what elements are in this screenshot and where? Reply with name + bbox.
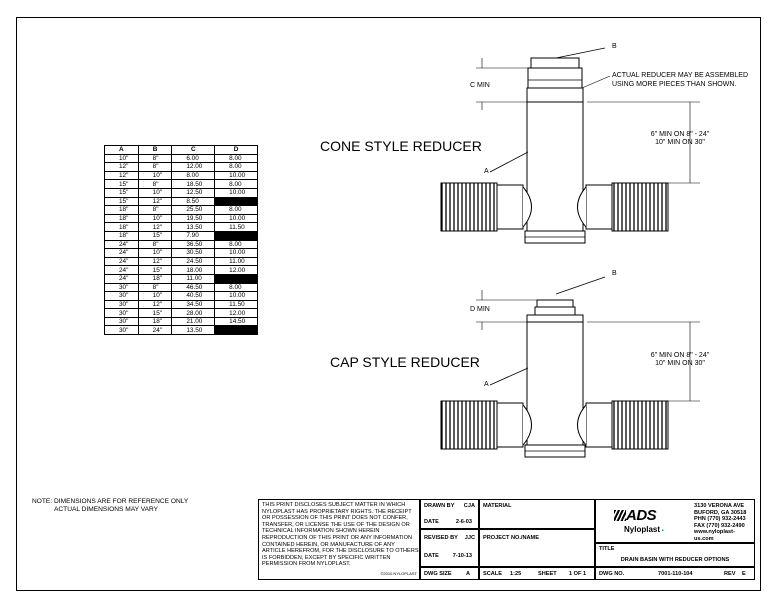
reducer-top-ring <box>530 57 580 69</box>
left-corrugated-pipe <box>440 182 498 232</box>
nyloplast-mark-icon: ▪ <box>660 528 664 534</box>
ads-logo: ADS <box>614 507 657 524</box>
table-row: 30"24"13.50 <box>104 325 258 336</box>
revised-by-value: JJC <box>464 535 475 541</box>
cap-reducer-drawing <box>440 276 700 458</box>
dwg-size-value: A <box>465 571 470 577</box>
drawn-by-value: CJA <box>463 503 475 509</box>
ads-logo-icon <box>614 510 626 521</box>
revised-by-cell: REVISED BY JJC DATE 7-10-13 <box>420 529 479 567</box>
cone-label-b: B <box>612 43 617 50</box>
right-corrugated-pipe <box>611 400 669 450</box>
dwg-no-label: DWG NO. <box>599 571 625 577</box>
table-cell <box>214 325 258 336</box>
cap-neck <box>534 306 576 316</box>
material-cell: MATERIAL <box>479 499 595 529</box>
material-label: MATERIAL <box>483 503 512 509</box>
cap-label-d-min: D MIN <box>470 306 490 313</box>
cone-title: CONE STYLE REDUCER <box>320 138 482 154</box>
project-cell: PROJECT NO./NAME <box>479 529 595 567</box>
basin-body <box>526 321 584 458</box>
cone-reducer-drawing <box>440 47 700 244</box>
cap-height-dimension: 6" MIN ON 8" - 24" 10" MIN ON 30" <box>650 352 710 367</box>
drawing-title: DRAIN BASIN WITH REDUCER OPTIONS <box>620 557 730 563</box>
scale-label: SCALE <box>483 571 502 577</box>
date1-value: 2-6-03 <box>455 519 472 525</box>
drawn-by-cell: DRAWN BY CJA DATE 2-6-03 <box>420 499 479 529</box>
cone-height-dimension: 6" MIN ON 8" - 24" 10" MIN ON 30" <box>650 131 710 146</box>
cone-label-c-min: C MIN <box>470 82 490 89</box>
cap-top-ring <box>536 299 574 308</box>
cone-label-a: A <box>484 168 489 175</box>
rev-label: REV <box>724 571 736 577</box>
dwg-no-cell: DWG NO. 7001-110-104 REV E <box>595 567 755 580</box>
cone-reducer <box>526 87 584 103</box>
left-coupling <box>496 184 524 230</box>
scale-cell: SCALE 1:25 SHEET 1 OF 1 <box>479 567 595 580</box>
nyloplast-logo: Nyloplast ▪ <box>624 525 664 534</box>
copyright: ©2010 NYLOPLAST <box>380 571 417 577</box>
cap-label-a: A <box>484 381 489 388</box>
right-coupling <box>585 402 613 448</box>
sheet-value: 1 OF 1 <box>569 571 587 577</box>
disclaimer-cell: THIS PRINT DISCLOSES SUBJECT MATTER IN W… <box>258 499 420 580</box>
right-coupling <box>585 184 613 230</box>
revised-by-label: REVISED BY <box>424 535 458 541</box>
date1-label: DATE <box>424 519 439 525</box>
cap-label-b: B <box>612 270 617 277</box>
reducer-neck <box>527 67 583 89</box>
project-label: PROJECT NO./NAME <box>483 535 539 541</box>
dwg-size-label: DWG SIZE <box>424 571 452 577</box>
cap-title: CAP STYLE REDUCER <box>330 354 480 370</box>
reference-note: NOTE: DIMENSIONS ARE FOR REFERENCE ONLY … <box>32 498 189 513</box>
drawn-by-label: DRAWN BY <box>424 503 455 509</box>
dwg-size-cell: DWG SIZE A <box>420 567 479 580</box>
disclaimer-text: THIS PRINT DISCLOSES SUBJECT MATTER IN W… <box>262 502 419 568</box>
right-corrugated-pipe <box>611 182 669 232</box>
date2-value: 7-10-13 <box>452 553 472 559</box>
date2-label: DATE <box>424 553 439 559</box>
dwg-no-value: 7001-110-104 <box>658 571 693 577</box>
sheet-label: SHEET <box>538 571 557 577</box>
rev-value: E <box>742 571 746 577</box>
basin-body <box>526 101 584 244</box>
scale-value: 1:25 <box>510 571 522 577</box>
left-corrugated-pipe <box>440 400 498 450</box>
cone-note: ACTUAL REDUCER MAY BE ASSEMBLED USING MO… <box>612 72 749 88</box>
left-coupling <box>496 402 524 448</box>
title-cell: TITLE DRAIN BASIN WITH REDUCER OPTIONS <box>595 543 755 567</box>
cap-reducer <box>526 314 584 323</box>
title-label: TITLE <box>599 546 615 552</box>
drawing-border <box>16 17 761 591</box>
